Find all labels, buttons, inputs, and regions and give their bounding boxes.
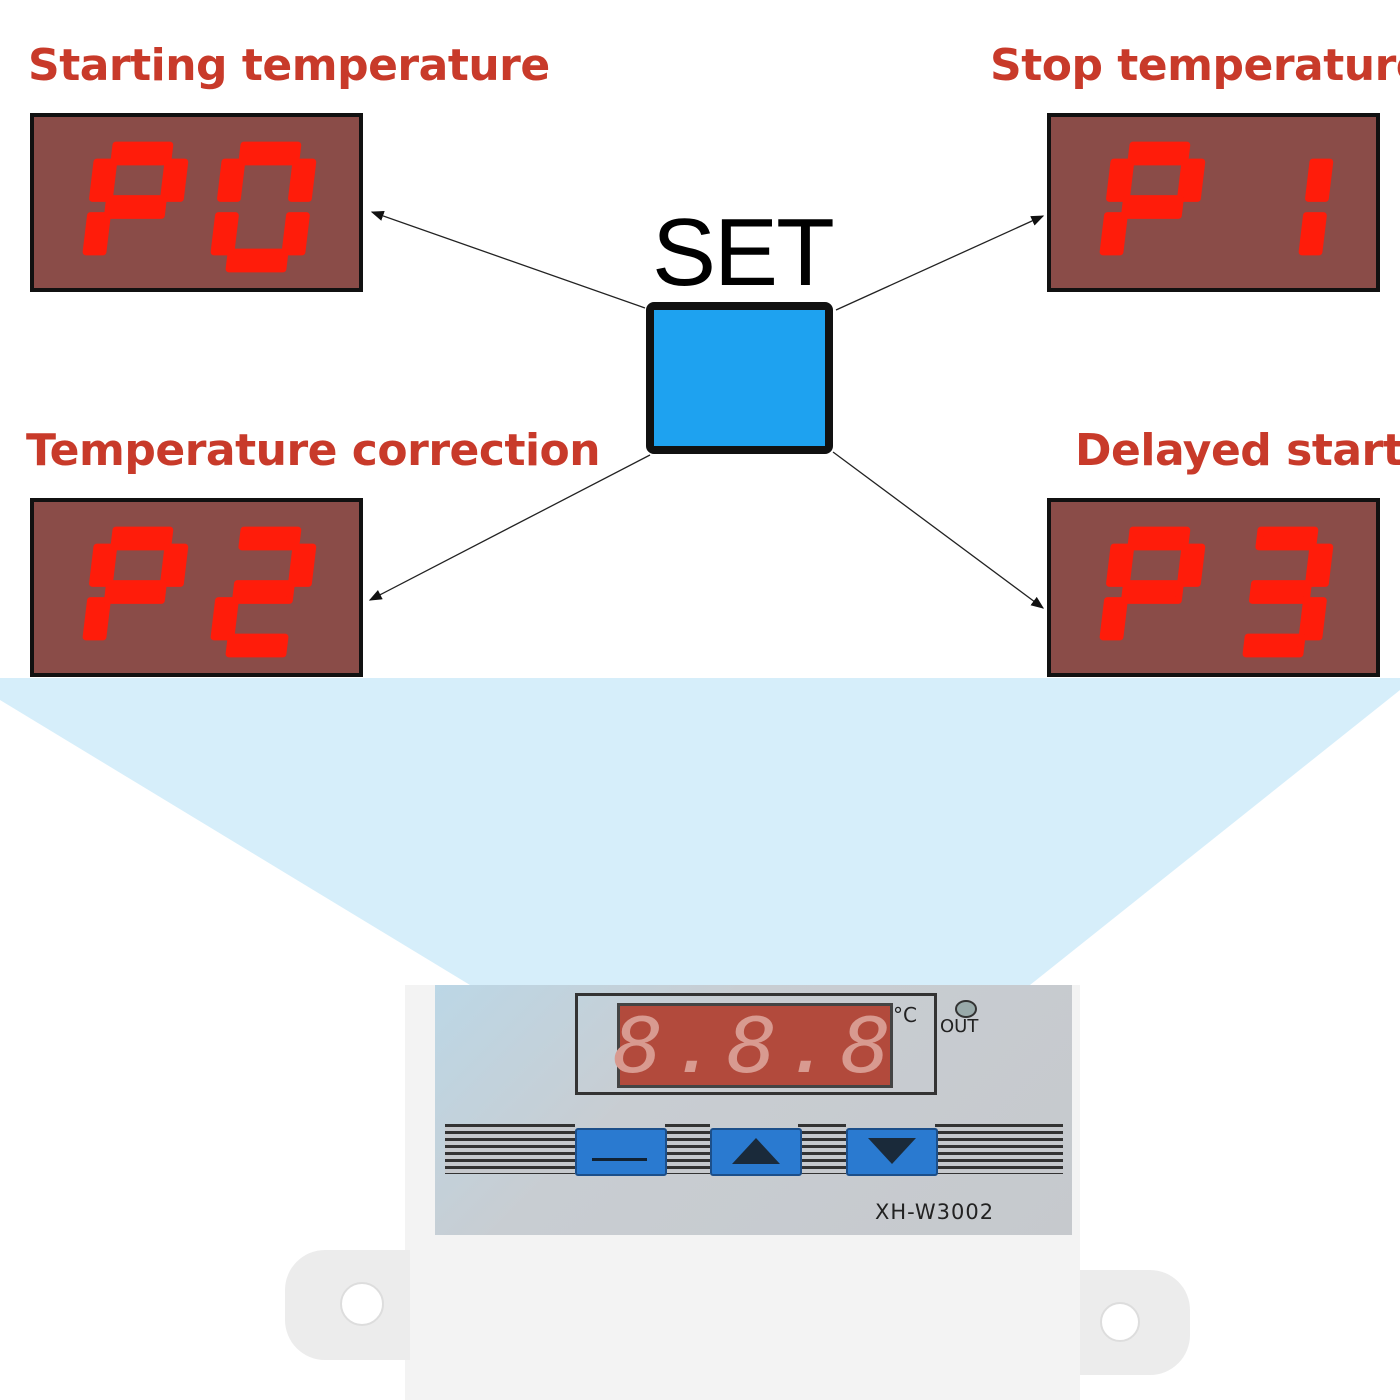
segment-code	[82, 526, 317, 658]
stripes	[935, 1124, 1063, 1174]
arrows	[368, 210, 1045, 609]
digit-segment-c	[1298, 597, 1327, 641]
digit-segment-e	[1099, 597, 1128, 641]
set-icon	[592, 1142, 647, 1161]
device-lcd: 8.8.8	[613, 1003, 893, 1088]
digit-segment-b	[1177, 543, 1206, 587]
arrow-to-p2	[368, 454, 651, 601]
display-p3	[1047, 498, 1380, 677]
stripes	[798, 1124, 846, 1174]
label-stop-temperature: Stop temperature	[990, 40, 1400, 91]
digit-segment-d	[225, 633, 289, 658]
digit-segment-c	[1298, 212, 1327, 256]
segment-code	[1099, 141, 1334, 256]
digit-segment-c	[281, 212, 310, 256]
digit-segment-f	[217, 158, 246, 202]
digit-segment-e	[210, 212, 239, 256]
digit-segment-g	[232, 580, 295, 604]
digit-segment-g	[104, 195, 167, 219]
label-delayed-start: Delayed start	[1075, 425, 1400, 476]
lcd-frame	[575, 993, 937, 1095]
mounting-ear-left	[285, 1250, 410, 1360]
digit-segment-d	[225, 248, 289, 273]
digit-segment-b	[288, 158, 317, 202]
display-p2	[30, 498, 363, 677]
device-up-key[interactable]	[710, 1128, 802, 1176]
digit-segment-e	[82, 597, 111, 641]
arrow-to-p1	[835, 215, 1045, 311]
set-label: SET	[652, 199, 835, 306]
digit-segment-b	[160, 543, 189, 587]
label-temperature-correction: Temperature correction	[26, 425, 601, 476]
display-p1	[1047, 113, 1380, 292]
digit-segment-b	[1305, 543, 1334, 587]
lcd-readout: 8.8.8	[612, 1000, 898, 1090]
display-p0	[30, 113, 363, 292]
arrow-to-p3	[832, 451, 1045, 609]
model-label: XH-W3002	[875, 1200, 995, 1224]
segment-code	[82, 141, 317, 273]
digit-segment-b	[288, 543, 317, 587]
stripes	[445, 1124, 575, 1174]
device-set-key[interactable]	[575, 1128, 667, 1176]
mounting-ear-right	[1080, 1270, 1190, 1375]
digit-segment-b	[160, 158, 189, 202]
device-down-key[interactable]	[846, 1128, 938, 1176]
out-label: OUT	[940, 1016, 979, 1037]
digit-segment-b	[1305, 158, 1334, 202]
digit-segment-g	[1121, 580, 1184, 604]
out-led-icon	[955, 1000, 977, 1018]
mounting-hole	[340, 1282, 384, 1326]
stripes	[665, 1124, 710, 1174]
set-button[interactable]	[646, 302, 833, 454]
mounting-hole	[1100, 1302, 1140, 1342]
unit-label: °C	[893, 1003, 917, 1027]
digit-segment-e	[82, 212, 111, 256]
digit-segment-d	[1242, 633, 1306, 658]
digit-segment-g	[1121, 195, 1184, 219]
arrow-down-icon	[868, 1138, 916, 1164]
digit-segment-e	[1099, 212, 1128, 256]
segment-code	[1099, 526, 1334, 658]
arrow-to-p0	[370, 210, 646, 309]
digit-segment-b	[1177, 158, 1206, 202]
arrow-up-icon	[732, 1138, 780, 1164]
label-starting-temperature: Starting temperature	[28, 40, 550, 91]
digit-segment-g	[104, 580, 167, 604]
